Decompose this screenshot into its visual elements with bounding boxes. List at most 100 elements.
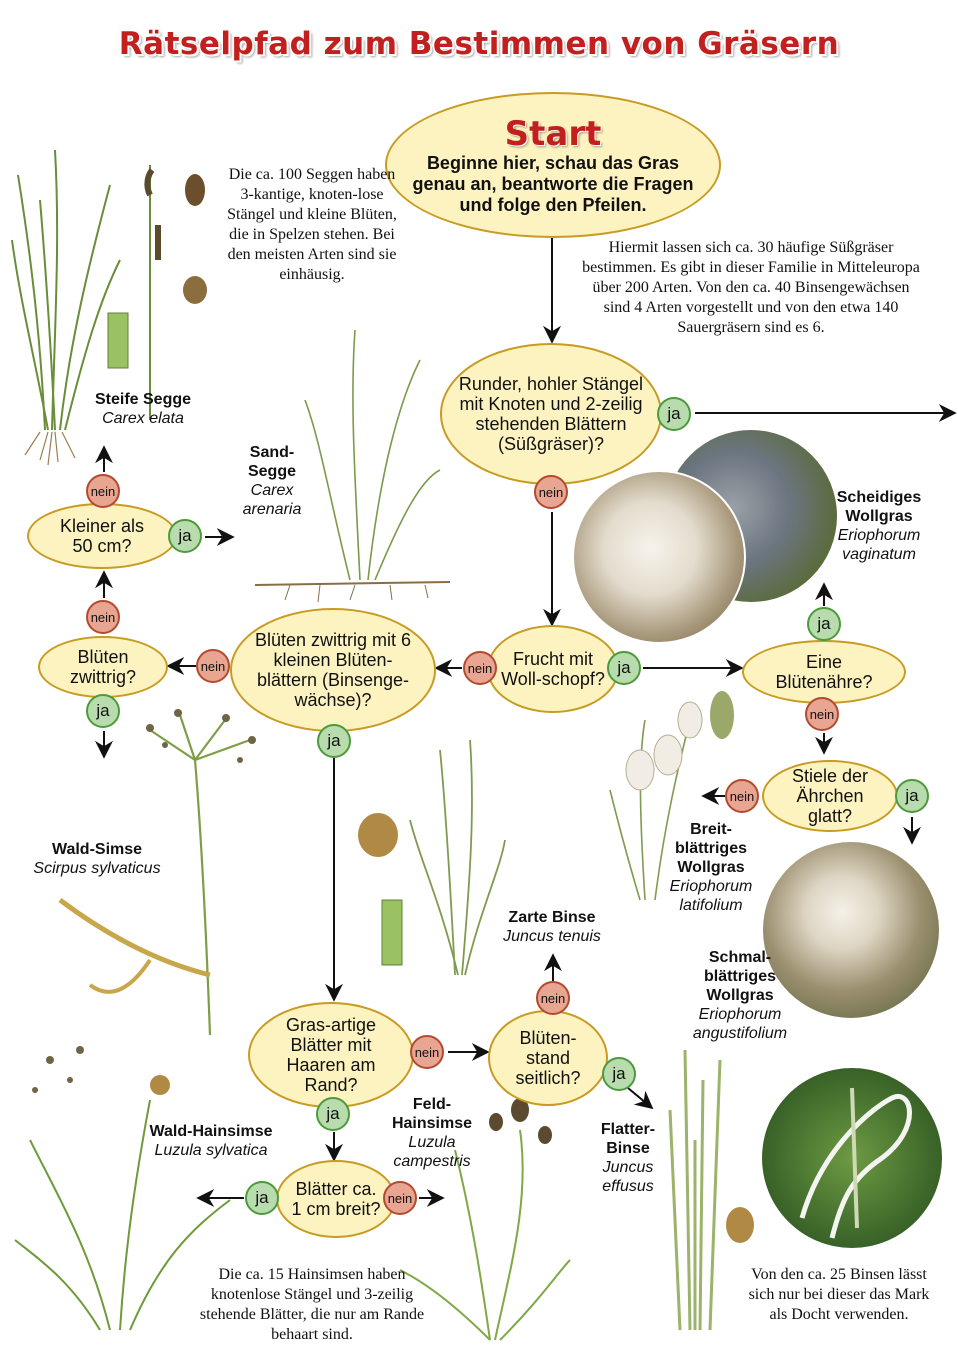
- page-title: Rätselpfad zum Bestimmen von Gräsern: [118, 26, 840, 62]
- question-text: Runder, hohler Stängel mit Knoten und 2-…: [458, 374, 644, 454]
- question-bluete-zwittrig[interactable]: Blüten zwittrig?: [38, 636, 168, 698]
- seggen-note: Die ca. 100 Seggen haben 3-kantige, knot…: [227, 166, 397, 283]
- stem-detail: [381, 899, 403, 966]
- question-bluetenstand-seitlich[interactable]: Blüten-stand seitlich?: [488, 1010, 608, 1106]
- photo-flatter-binse-docht: [762, 1068, 942, 1248]
- species-steife-segge: Steife Segge Carex elata: [78, 390, 208, 428]
- question-haare-am-rand[interactable]: Gras-artige Blätter mit Haaren am Rand?: [248, 1002, 414, 1108]
- question-text: Blüten-stand seitlich?: [515, 1028, 581, 1088]
- yes-bubble[interactable]: ja: [86, 694, 120, 728]
- species-name: Wald-Hainsimse: [149, 1123, 273, 1140]
- flower-detail: [358, 813, 398, 857]
- intro-note: Hiermit lassen sich ca. 30 häufige Süßgr…: [582, 239, 920, 336]
- sand-segge-illustration: [254, 329, 451, 603]
- yes-bubble[interactable]: ja: [895, 779, 929, 813]
- question-blaetter-breit[interactable]: Blätter ca. 1 cm breit?: [276, 1160, 396, 1238]
- no-bubble[interactable]: nein: [383, 1181, 417, 1215]
- photo-scheidiges-wollgras-cotton: [572, 470, 746, 644]
- species-name: Flatter-Binse: [600, 1121, 656, 1157]
- feld-hainsimse-illustration: [399, 1129, 571, 1341]
- no-bubble[interactable]: nein: [86, 600, 120, 634]
- question-text: Gras-artige Blätter mit Haaren am Rand?: [285, 1015, 377, 1095]
- hainsimse-flowers: [32, 1046, 170, 1095]
- start-label: Start: [504, 113, 602, 154]
- question-text: Stiele der Ährchen glatt?: [791, 766, 869, 826]
- docht-illustration: [799, 1087, 912, 1239]
- no-bubble[interactable]: nein: [536, 981, 570, 1015]
- flatter-binse-illustration: [668, 1049, 722, 1331]
- seed-detail: [185, 174, 205, 206]
- no-bubble[interactable]: nein: [86, 474, 120, 508]
- question-text: Blätter ca. 1 cm breit?: [291, 1179, 381, 1219]
- species-name: Breit-blättriges Wollgras: [674, 821, 747, 876]
- question-text: Frucht mit Woll-schopf?: [501, 649, 605, 689]
- no-bubble[interactable]: nein: [805, 697, 839, 731]
- yes-bubble[interactable]: ja: [607, 651, 641, 685]
- species-feld-hainsimse: Feld-Hainsimse Luzula campestris: [384, 1095, 480, 1171]
- species-flatter-binse: Flatter-Binse Juncus effusus: [590, 1120, 666, 1196]
- species-name: Zarte Binse: [508, 909, 596, 926]
- no-bubble[interactable]: nein: [463, 651, 497, 685]
- species-breitblaettriges-wollgras: Breit-blättriges Wollgras Eriophorum lat…: [656, 820, 766, 915]
- question-suessgraeser[interactable]: Runder, hohler Stängel mit Knoten und 2-…: [440, 343, 662, 485]
- species-latin: Carex elata: [102, 410, 184, 427]
- wald-simse-illustration: [58, 714, 251, 1036]
- steife-segge-roots: [24, 431, 76, 466]
- species-latin: Eriophorum angustifolium: [692, 1006, 788, 1042]
- question-text: Kleiner als 50 cm?: [59, 516, 145, 556]
- wald-simse-flowers: [146, 709, 256, 763]
- flower-detail: [726, 1207, 754, 1243]
- binsen-note: Von den ca. 25 Binsen lässt sich nur bei…: [748, 1266, 930, 1323]
- species-name: Scheidiges Wollgras: [836, 489, 922, 525]
- yes-bubble[interactable]: ja: [316, 1097, 350, 1131]
- question-text: Blüten zwittrig?: [69, 647, 136, 687]
- species-wald-hainsimse: Wald-Hainsimse Luzula sylvatica: [130, 1122, 292, 1160]
- question-binsengewaechse[interactable]: Blüten zwittrig mit 6 kleinen Blüten-blä…: [230, 608, 436, 732]
- start-instructions: Beginne hier, schau das Gras genau an, b…: [412, 152, 694, 215]
- question-bluetenaehre[interactable]: Eine Blütenähre?: [742, 640, 906, 704]
- question-kleiner-50cm[interactable]: Kleiner als 50 cm?: [27, 503, 177, 569]
- hainsimse-illustration: [14, 1099, 231, 1331]
- species-name: Feld-Hainsimse: [391, 1096, 473, 1132]
- species-name: Schmal-blättriges Wollgras: [703, 949, 776, 1004]
- no-bubble[interactable]: nein: [534, 475, 568, 509]
- species-latin: Luzula campestris: [393, 1134, 471, 1170]
- question-text: Eine Blütenähre?: [775, 652, 873, 692]
- question-wollschopf[interactable]: Frucht mit Woll-schopf?: [487, 625, 619, 713]
- species-name: Wald-Simse: [51, 841, 143, 858]
- species-name: Sand-Segge: [247, 444, 296, 480]
- question-text: Blüten zwittrig mit 6 kleinen Blüten-blä…: [254, 630, 412, 710]
- species-zarte-binse: Zarte Binse Juncus tenuis: [488, 908, 616, 946]
- species-latin: Eriophorum vaginatum: [837, 527, 921, 563]
- species-latin: Luzula sylvatica: [154, 1142, 268, 1159]
- species-wald-simse: Wald-Simse Scirpus sylvaticus: [22, 840, 172, 878]
- species-latin: Scirpus sylvaticus: [33, 860, 161, 877]
- binsen-illustration: [409, 739, 506, 976]
- species-sand-segge: Sand-Segge Carex arenaria: [236, 443, 308, 519]
- seed-detail: [183, 276, 207, 304]
- steife-segge-illustration: [11, 149, 161, 431]
- species-scheidiges-wollgras: Scheidiges Wollgras Eriophorum vaginatum: [820, 488, 938, 564]
- species-latin: Juncus effusus: [602, 1159, 654, 1195]
- species-schmalblaettriges-wollgras: Schmal-blättriges Wollgras Eriophorum an…: [686, 948, 794, 1043]
- species-name: Steife Segge: [94, 391, 192, 408]
- yes-bubble[interactable]: ja: [317, 724, 351, 758]
- yes-bubble[interactable]: ja: [602, 1057, 636, 1091]
- yes-bubble[interactable]: ja: [807, 607, 841, 641]
- flow-arrows: [95, 236, 957, 1207]
- yes-bubble[interactable]: ja: [245, 1181, 279, 1215]
- start-node[interactable]: Start Beginne hier, schau das Gras genau…: [385, 92, 721, 238]
- no-bubble[interactable]: nein: [410, 1035, 444, 1069]
- no-bubble[interactable]: nein: [725, 779, 759, 813]
- species-latin: Carex arenaria: [242, 482, 302, 518]
- question-stiele-glatt[interactable]: Stiele der Ährchen glatt?: [762, 760, 898, 832]
- species-latin: Eriophorum latifolium: [669, 878, 753, 914]
- hainsimsen-note: Die ca. 15 Hainsimsen haben knotenlose S…: [199, 1266, 425, 1343]
- species-latin: Juncus tenuis: [503, 928, 601, 945]
- no-bubble[interactable]: nein: [196, 649, 230, 683]
- yes-bubble[interactable]: ja: [168, 519, 202, 553]
- yes-bubble[interactable]: ja: [657, 397, 691, 431]
- photo-schmalblaettriges-wollgras: [763, 842, 939, 1018]
- stem-detail: [107, 312, 129, 369]
